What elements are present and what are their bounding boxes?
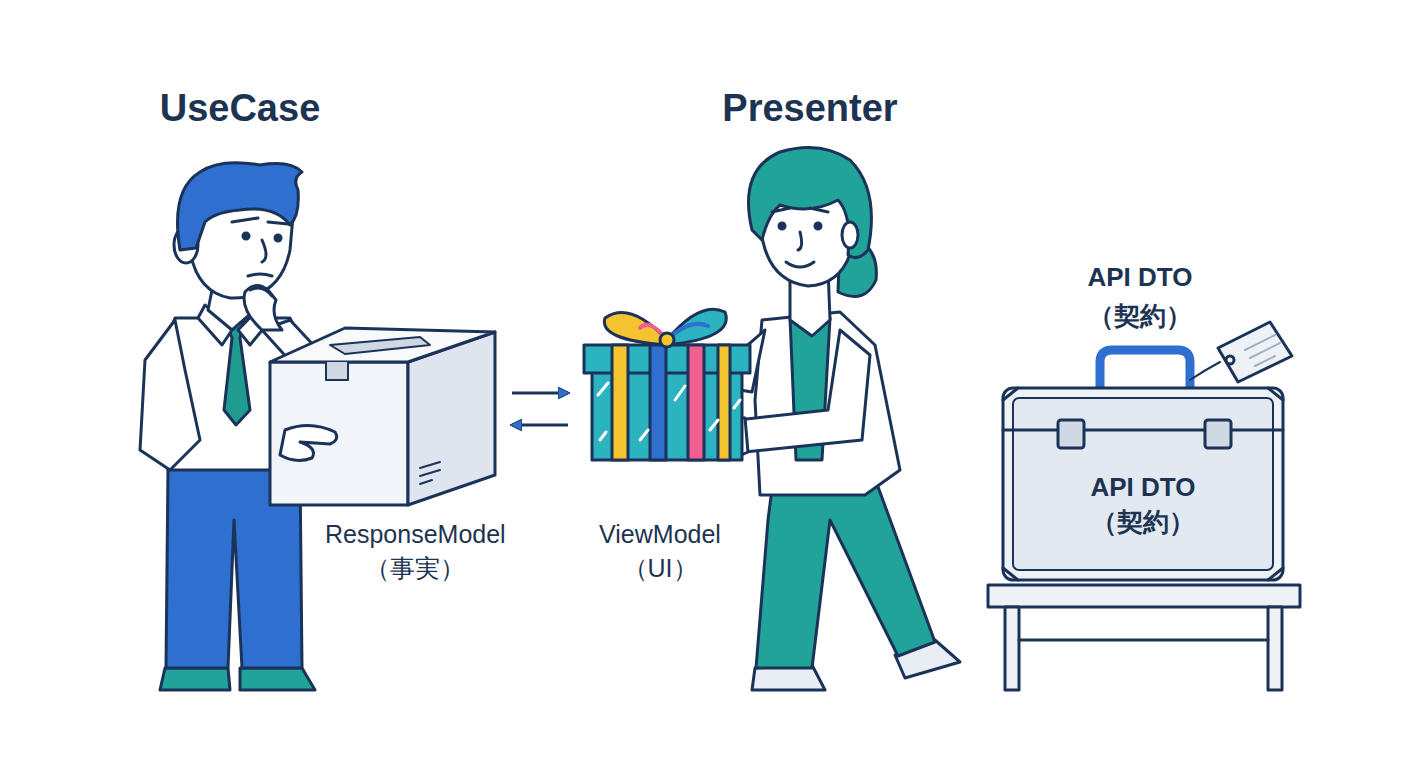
gift-box (584, 309, 750, 460)
node-label: API DTO （契約） (1073, 470, 1213, 540)
cardboard-box (270, 328, 495, 505)
presenter-title: Presenter (722, 80, 897, 137)
node-label: ViewModel （UI） (585, 518, 735, 586)
view-model-gift: ViewModel （UI） (580, 300, 754, 462)
usecase-title: UseCase (160, 80, 321, 137)
case-and-bench (988, 322, 1300, 690)
api-dto-case: API DTO （契約） (1003, 388, 1283, 580)
node-label: ResponseModel （事実） (325, 518, 506, 586)
case-caption: API DTO （契約） (1070, 258, 1210, 336)
response-model-box: ResponseModel （事実） (268, 325, 496, 507)
exchange-arrow (512, 424, 568, 427)
exchange-arrow (512, 392, 568, 395)
